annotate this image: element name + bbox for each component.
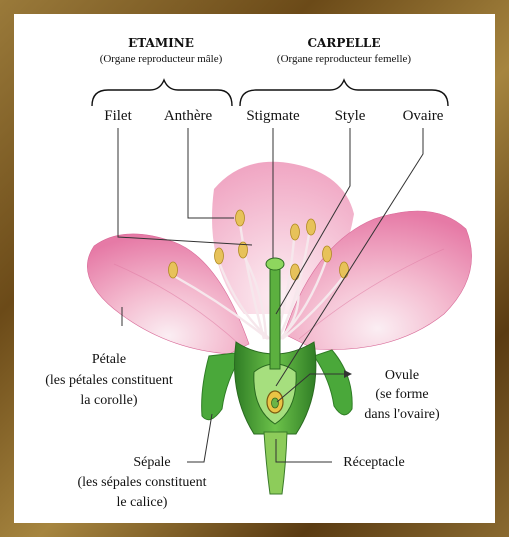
- petal-label: Pétale: [92, 352, 126, 367]
- carpel-subtitle: (Organe reproducteur femelle): [277, 53, 412, 65]
- diagram-canvas: ETAMINE (Organe reproducteur mâle) CARPE…: [14, 14, 495, 523]
- ovule-label: Ovule: [385, 368, 419, 383]
- sepal-note-1: (les sépales constituent: [77, 475, 206, 490]
- stamen-subtitle: (Organe reproducteur mâle): [100, 53, 223, 65]
- carpel-title: CARPELLE: [307, 36, 380, 50]
- ovule-note-1: (se forme: [375, 387, 428, 402]
- stigma-label: Stigmate: [246, 108, 300, 124]
- ovule-core: [272, 398, 279, 408]
- sepal-note-2: le calice): [117, 495, 168, 510]
- ovary-label: Ovaire: [403, 108, 444, 124]
- style: [270, 264, 280, 369]
- ovule-note-2: dans l'ovaire): [364, 407, 440, 422]
- petal-note-2: la corolle): [80, 393, 137, 408]
- receptacle-label: Réceptacle: [343, 455, 404, 470]
- petal-note-1: (les pétales constituent: [45, 373, 173, 388]
- right-sepal: [314, 350, 352, 415]
- style-label: Style: [335, 108, 366, 124]
- stamen-title: ETAMINE: [128, 36, 194, 50]
- anther-label: Anthère: [164, 108, 213, 124]
- sepal-leader: [187, 414, 212, 462]
- sepal-label: Sépale: [133, 455, 170, 470]
- filament-label: Filet: [104, 108, 132, 124]
- carpel-brace: [240, 80, 448, 106]
- flower-diagram: ETAMINE (Organe reproducteur mâle) CARPE…: [14, 14, 495, 523]
- stamen-brace: [92, 80, 232, 106]
- stigma: [266, 258, 284, 270]
